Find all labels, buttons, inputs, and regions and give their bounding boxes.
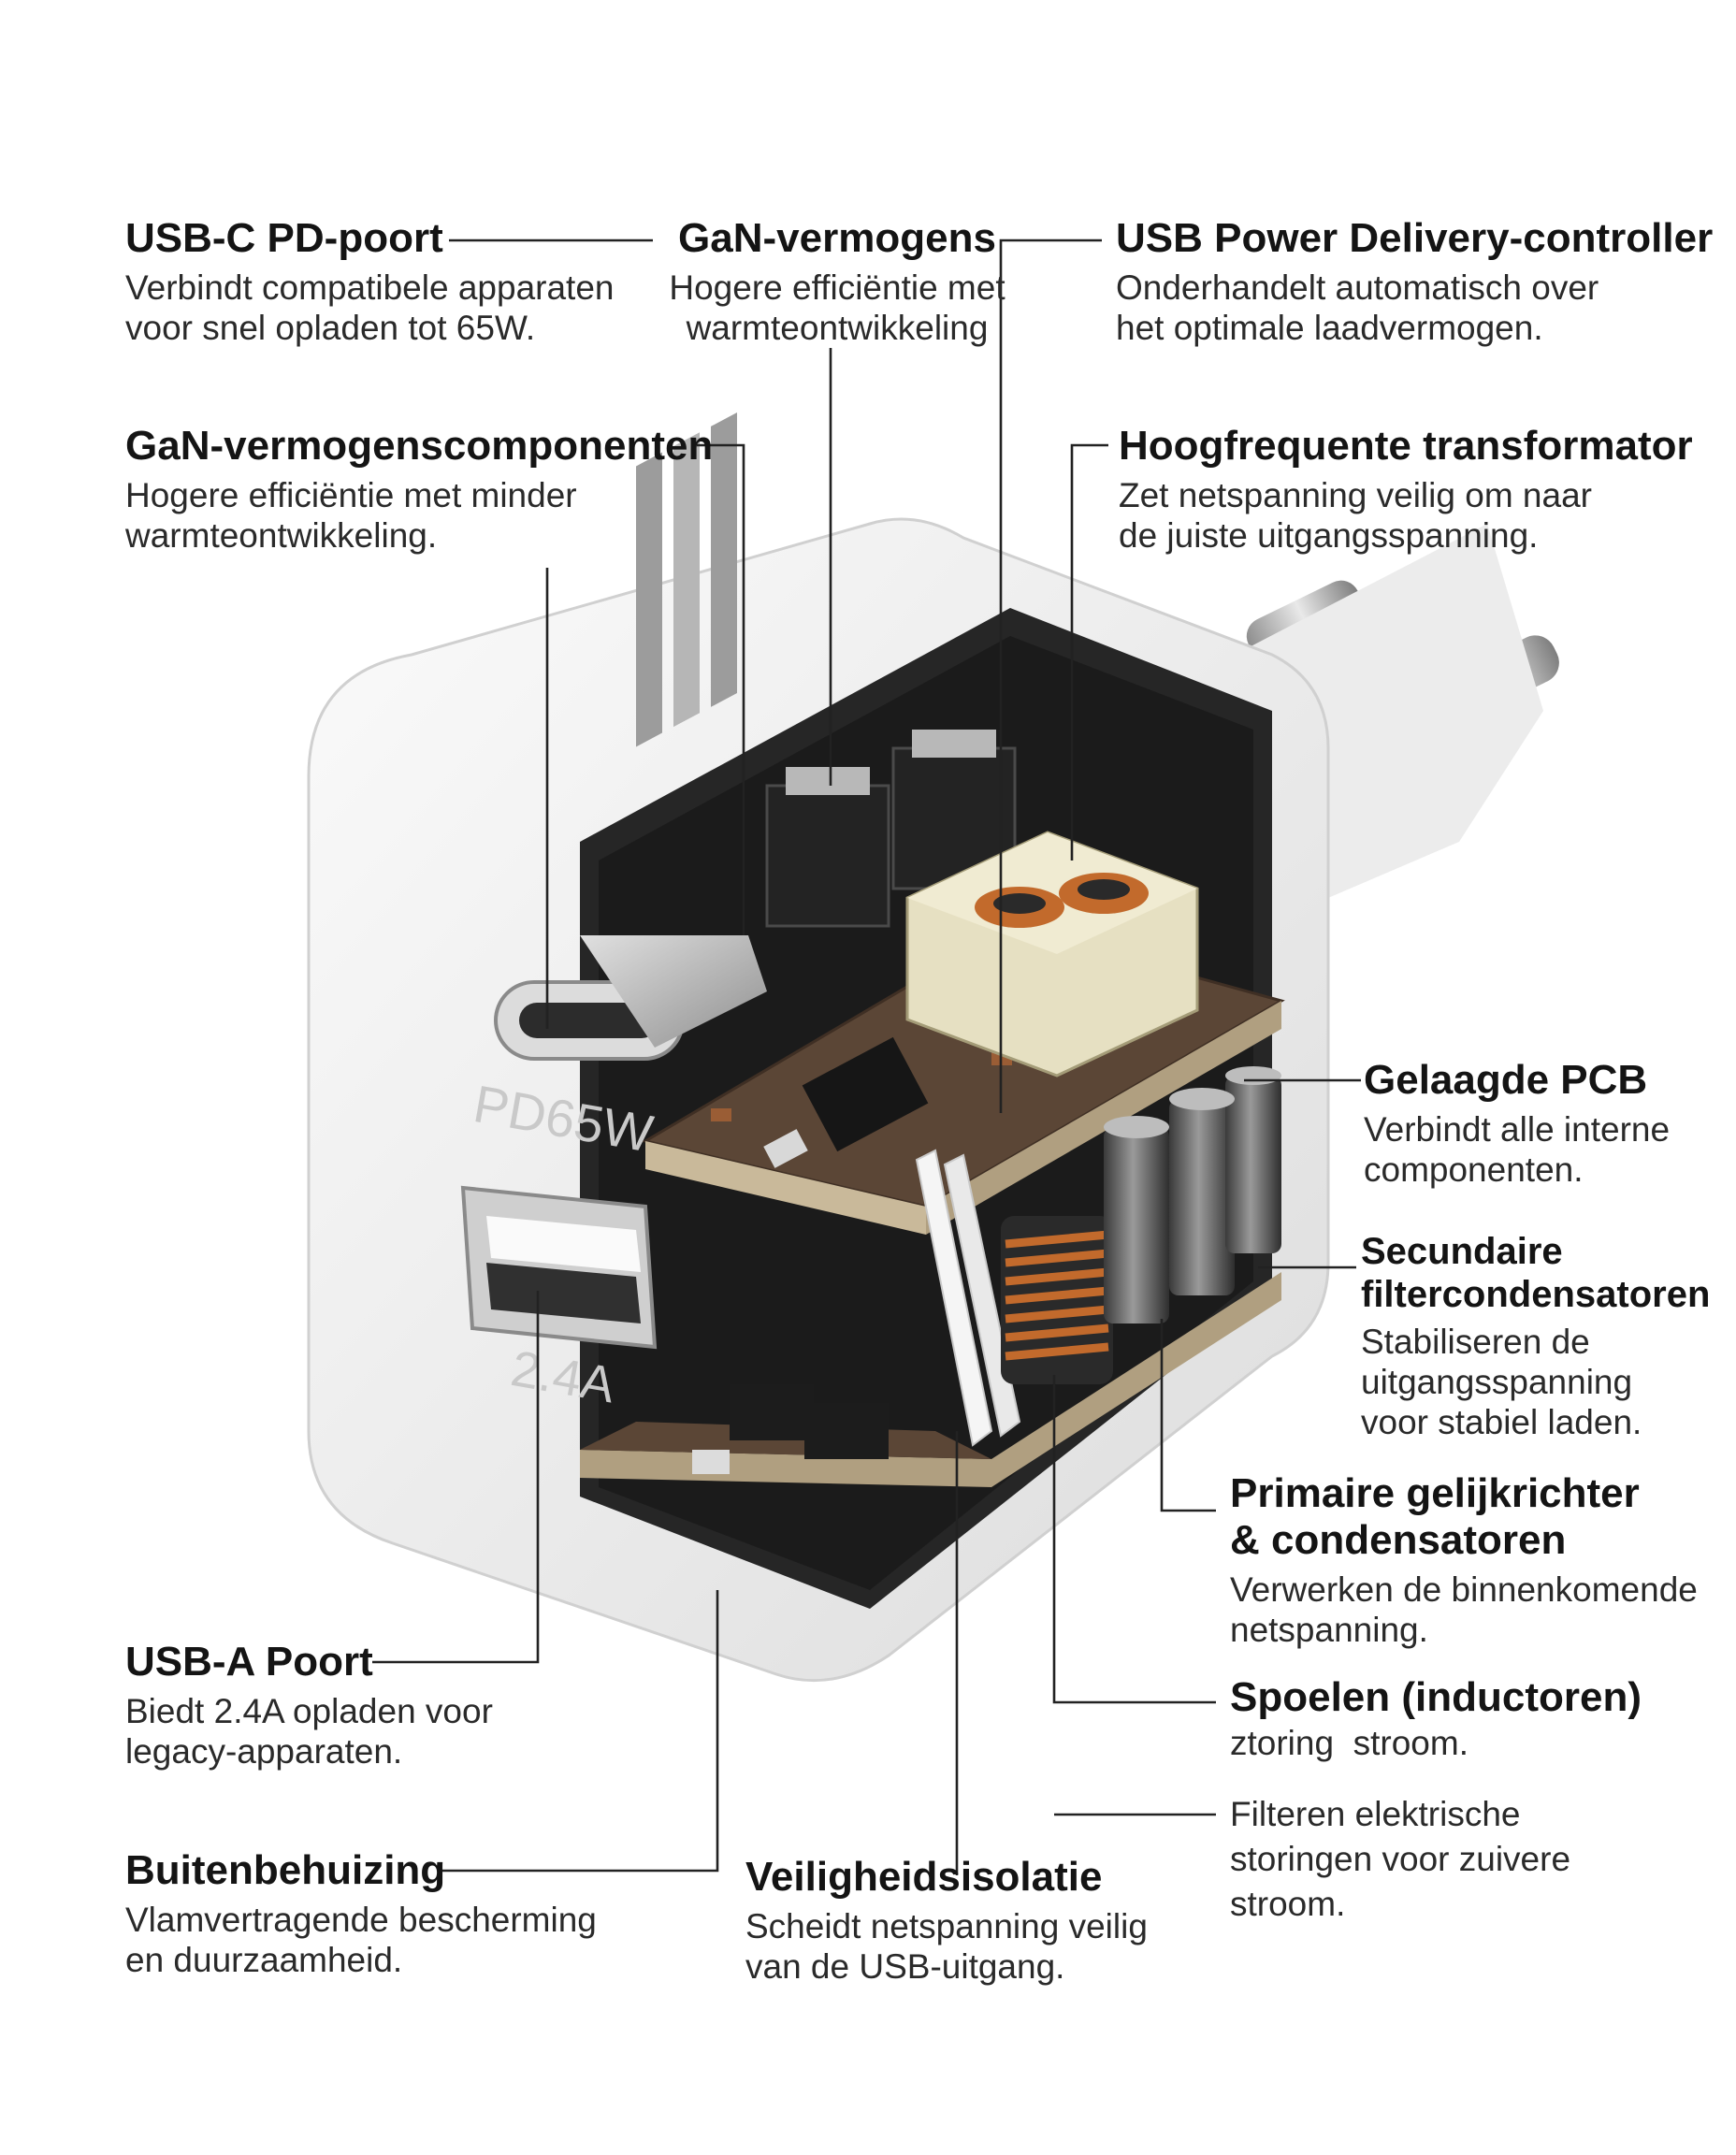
callout-transformer-title: Hoogfrequente transformator [1119,423,1693,469]
callout-secondary-caps: Secundaire filtercondensatoren Stabilise… [1361,1230,1710,1442]
callout-inductors: Spoelen (inductoren) ztoring stroom. [1230,1674,1642,1763]
callout-secondary-caps-title-1: Secundaire [1361,1231,1563,1272]
callout-secondary-caps-desc-1: Stabiliseren de [1361,1323,1590,1361]
callout-pd-controller-desc-1: Onderhandelt automatisch over [1116,268,1599,307]
callout-gan-short: GaN-vermogens Hogere efficiëntie met war… [655,215,1020,348]
callout-inductors-title: Spoelen (inductoren) [1230,1674,1642,1720]
callout-gan-components: GaN-vermogenscomponenten Hogere efficiën… [125,423,713,556]
callout-filter-note-desc-3: stroom. [1230,1885,1346,1923]
callout-gan-short-desc-1: Hogere efficiëntie met [669,268,1005,307]
callout-insulation: Veiligheidsisolatie Scheidt netspanning … [745,1854,1148,1987]
callout-gan-short-desc-2: warmteontwikkeling [686,309,989,347]
leader-lines [372,239,1361,1875]
inductor-coil [1001,1216,1113,1384]
callout-usbc-port-title: USB-C PD-poort [125,215,443,261]
callout-secondary-caps-desc-2: uitgangsspanning [1361,1363,1633,1401]
leader-usba [372,1291,540,1664]
callout-pd-controller: USB Power Delivery-controller Onderhande… [1116,215,1713,348]
callout-secondary-caps-title-2: filtercondensatoren [1361,1274,1711,1315]
capacitors [1104,1066,1281,1323]
callout-usba-port-desc-2: legacy-apparaten. [125,1732,403,1771]
callout-pd-controller-desc-2: het optimale laadvermogen. [1116,309,1543,347]
usb-a-port [460,1185,658,1350]
heatsink [636,412,737,747]
callout-rectifier-desc-1: Verwerken de binnenkomende [1230,1570,1698,1609]
callout-secondary-caps-desc-3: voor stabiel laden. [1361,1403,1642,1441]
callout-gan-short-title: GaN-vermogens [678,215,996,261]
callout-housing-desc-2: en duurzaamheid. [125,1941,403,1979]
callout-filter-note: Filteren elektrische storingen voor zuiv… [1230,1792,1570,1927]
callout-pd-controller-title: USB Power Delivery-controller [1116,215,1714,261]
usb-c-port [494,935,767,1061]
callout-inductors-desc-1: ztoring stroom. [1230,1724,1468,1762]
callout-gan-components-desc-1: Hogere efficiëntie met minder [125,476,577,514]
callout-transformer-desc-1: Zet netspanning veilig om naar [1119,476,1592,514]
leader-gan-components [697,443,745,935]
callout-housing: Buitenbehuizing Vlamvertragende bescherm… [125,1847,597,1980]
leader-rectifier [1160,1319,1216,1512]
leader-transformer [1070,443,1108,861]
callout-insulation-desc-2: van de USB-uitgang. [745,1947,1065,1986]
callout-pcb: Gelaagde PCB Verbindt alle interne compo… [1364,1057,1670,1190]
callout-usba-port-desc-1: Biedt 2.4A opladen voor [125,1692,493,1730]
callout-rectifier-title-1: Primaire gelijkrichter [1230,1470,1640,1516]
callout-transformer-desc-2: de juiste uitgangsspanning. [1119,516,1539,555]
leader-housing [441,1590,719,1873]
callout-gan-components-title: GaN-vermogenscomponenten [125,423,714,469]
callout-housing-title: Buitenbehuizing [125,1847,446,1893]
callout-usbc-port-desc-2: voor snel opladen tot 65W. [125,309,536,347]
callout-rectifier-title-2: & condensatoren [1230,1517,1567,1563]
callout-usbc-port: USB-C PD-poort Verbindt compatibele appa… [125,215,614,348]
callout-rectifier: Primaire gelijkrichter & condensatoren V… [1230,1470,1698,1650]
callout-insulation-title: Veiligheidsisolatie [745,1854,1103,1900]
lower-pcb [580,1272,1281,1487]
callout-rectifier-desc-2: netspanning. [1230,1611,1428,1649]
leader-inductors [1052,1375,1216,1704]
callout-usba-port-title: USB-A Poort [125,1639,373,1685]
leader-pd-controller [999,239,1102,1113]
callout-transformer: Hoogfrequente transformator Zet netspann… [1119,423,1693,556]
transformer [905,831,1199,1078]
callout-filter-note-desc-1: Filteren elektrische [1230,1795,1521,1833]
callout-insulation-desc-1: Scheidt netspanning veilig [745,1907,1148,1945]
callout-gan-components-desc-2: warmteontwikkeling. [125,516,438,555]
callout-usbc-port-desc-1: Verbindt compatibele apparaten [125,268,615,307]
callout-pcb-desc-2: componenten. [1364,1150,1584,1189]
callout-filter-note-desc-2: storingen voor zuivere [1230,1840,1571,1878]
callout-housing-desc-1: Vlamvertragende bescherming [125,1901,597,1939]
callout-pcb-desc-1: Verbindt alle interne [1364,1110,1671,1149]
callout-usba-port: USB-A Poort Biedt 2.4A opladen voor lega… [125,1639,493,1772]
callout-pcb-title: Gelaagde PCB [1364,1057,1648,1103]
